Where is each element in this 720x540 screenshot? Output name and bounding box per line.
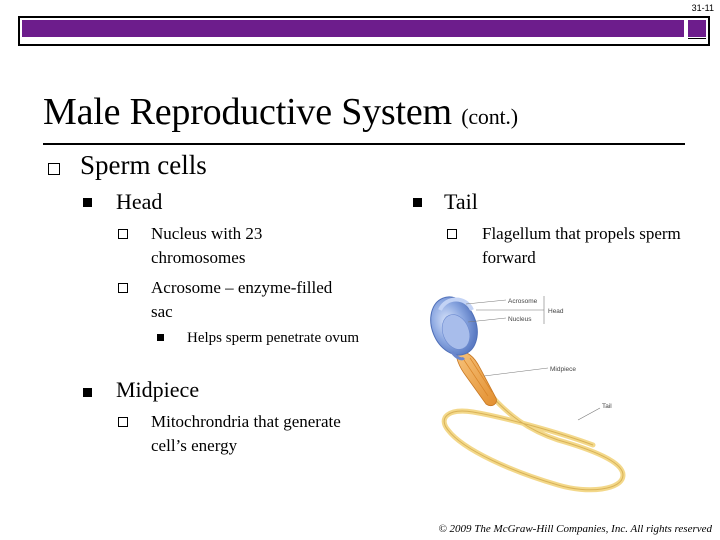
acrosome-term: Acrosome [151,278,221,297]
bullet-solid-square-icon [83,198,92,207]
label-midpiece: Midpiece [550,366,576,373]
acrosome-description: – enzyme-filled sac [151,278,333,321]
title-underline [43,143,685,145]
bullet-hollow-square-icon [118,283,128,293]
bullet-mitochondria: Mitochrondria that generate cell’s energ… [151,412,341,455]
header-bar [18,16,710,46]
bullet-flagellum: Flagellum that propels sperm forward [482,224,681,267]
bullet-head: Head [116,189,163,214]
tail-shape [441,389,626,493]
bullet-solid-square-icon [157,334,164,341]
header-bar-square [688,20,706,37]
label-nucleus: Nucleus [508,316,532,323]
label-head: Head [548,308,564,315]
bullet-hollow-square-icon [447,229,457,239]
slide-title-main: Male Reproductive System [43,91,452,133]
header-bar-fill [22,20,684,37]
label-tail: Tail [602,403,612,410]
header-bar-square-lower [688,38,706,44]
slide-title: Male Reproductive System (cont.) [43,90,518,134]
bullet-sperm-cells: Sperm cells [80,150,207,180]
bullet-hollow-square-icon [118,229,128,239]
bullet-solid-square-icon [83,388,92,397]
slide-number: 31-11 [691,3,714,13]
sperm-diagram: Acrosome Nucleus Head Midpiece Tail [430,296,626,493]
slide-title-sub: (cont.) [461,104,518,129]
nucleus-shape [441,314,471,350]
bullet-nucleus: Nucleus with 23 chromosomes [151,224,263,267]
bullet-hollow-square-icon [118,417,128,427]
tail-core [443,391,624,491]
label-acrosome: Acrosome [508,298,538,305]
bullet-midpiece: Midpiece [116,377,200,402]
acrosome-shape [438,297,474,312]
bullet-helps-penetrate: Helps sperm penetrate ovum [187,330,360,346]
bullet-acrosome: Acrosome – enzyme-filled sac [151,276,341,324]
bullet-tail: Tail [444,189,478,214]
bullet-solid-square-icon [413,198,422,207]
bullet-hollow-square-icon [48,163,60,175]
copyright-notice: © 2009 The McGraw-Hill Companies, Inc. A… [438,523,712,535]
